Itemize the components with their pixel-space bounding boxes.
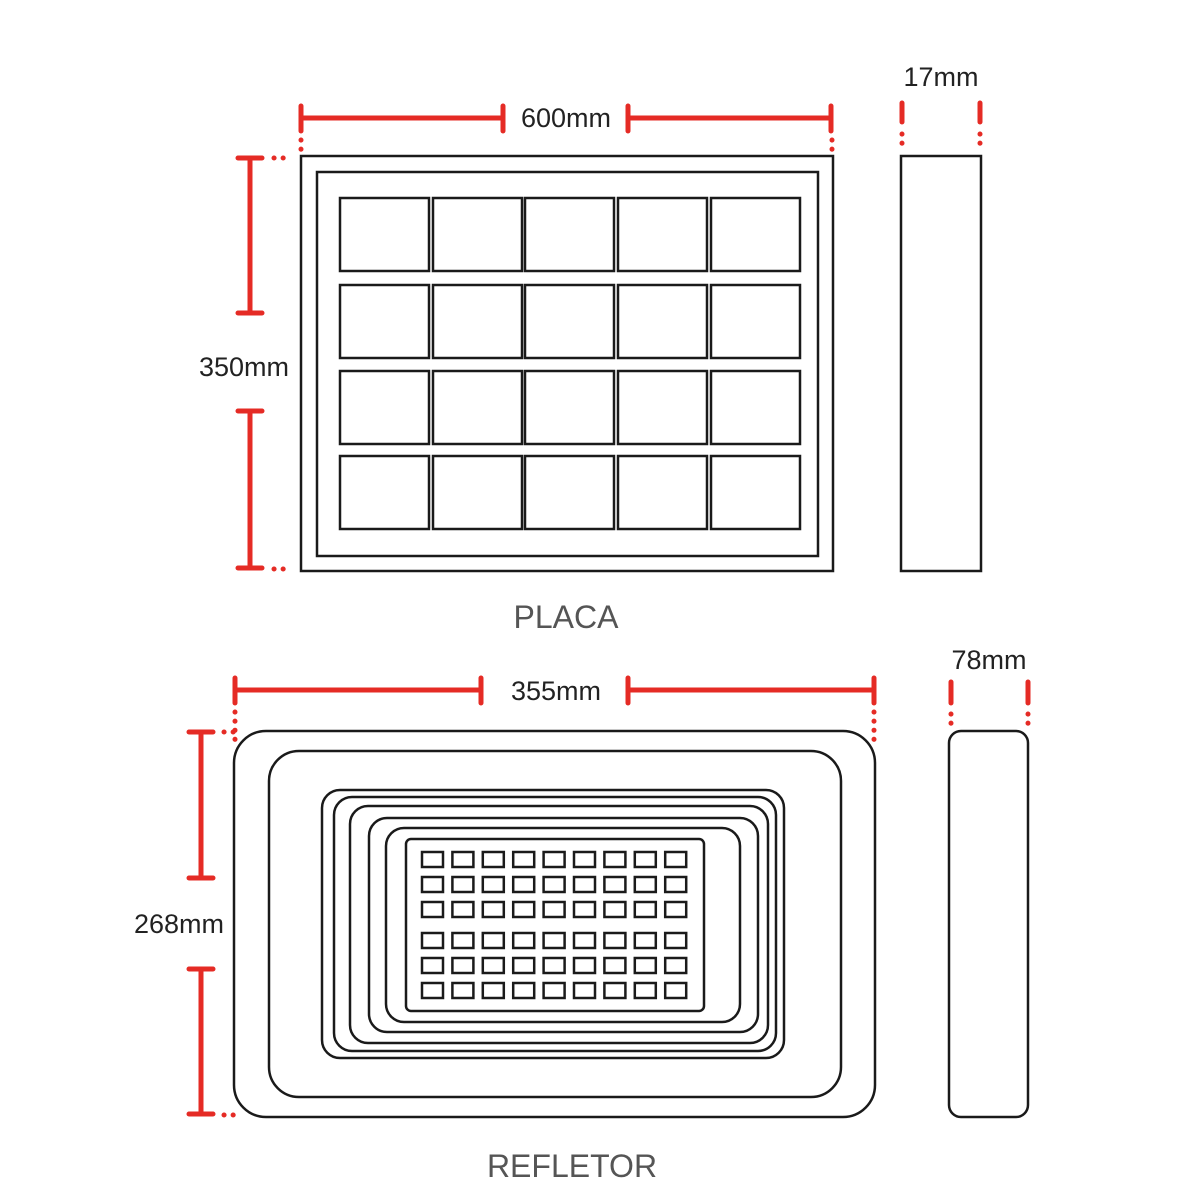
led-cell xyxy=(603,981,627,1000)
led-cell xyxy=(511,900,536,919)
led-cell xyxy=(603,875,627,894)
refletor-front-view xyxy=(232,729,877,1119)
led-cell xyxy=(481,850,506,869)
led-cell xyxy=(663,900,688,919)
led-cell xyxy=(572,900,597,919)
refletor-height-dimension: 268mm xyxy=(134,729,245,1118)
placa-height-dimension: 350mm xyxy=(199,155,295,572)
led-cell xyxy=(420,850,445,869)
placa-front-view xyxy=(299,154,835,573)
led-cell xyxy=(603,900,627,919)
led-cell xyxy=(572,981,597,1000)
placa-cell xyxy=(616,369,709,446)
placa-cell xyxy=(523,369,616,446)
placa-cell xyxy=(523,196,616,273)
led-cell xyxy=(572,875,597,894)
led-cell xyxy=(451,850,475,869)
refletor-led-grid xyxy=(420,850,688,1000)
refletor-depth-dimension: 78mm xyxy=(948,645,1031,731)
led-cell xyxy=(451,981,475,1000)
led-cell xyxy=(420,956,445,975)
led-cell xyxy=(603,850,627,869)
led-cell xyxy=(542,900,566,919)
led-cell xyxy=(542,931,566,950)
placa-cell xyxy=(709,283,802,360)
placa-cell xyxy=(431,196,524,273)
placa-cell xyxy=(338,196,431,273)
led-cell xyxy=(511,850,536,869)
led-cell xyxy=(572,956,597,975)
placa-cell xyxy=(431,369,524,446)
led-cell xyxy=(663,981,688,1000)
placa-cell xyxy=(338,283,431,360)
refletor-depth-label: 78mm xyxy=(951,645,1026,675)
led-cell xyxy=(603,956,627,975)
placa-cell xyxy=(616,454,709,531)
led-cell xyxy=(451,956,475,975)
placa-width-dimension: 600mm xyxy=(298,103,835,158)
refletor-width-label: 355mm xyxy=(511,676,601,706)
led-cell xyxy=(633,875,658,894)
placa-cell xyxy=(709,454,802,531)
refletor-width-dimension: 355mm xyxy=(232,675,877,748)
placa-side-view xyxy=(899,154,983,573)
placa-cell xyxy=(338,369,431,446)
led-cell xyxy=(481,875,506,894)
placa-cell xyxy=(616,283,709,360)
led-cell xyxy=(481,900,506,919)
led-cell xyxy=(572,931,597,950)
led-cell xyxy=(633,981,658,1000)
refletor-caption: REFLETOR xyxy=(487,1148,657,1184)
placa-cell xyxy=(523,454,616,531)
led-cell xyxy=(633,850,658,869)
placa-cell-grid xyxy=(338,196,802,531)
placa-cell xyxy=(431,283,524,360)
placa-cell xyxy=(523,283,616,360)
placa-cell xyxy=(709,369,802,446)
led-cell xyxy=(542,850,566,869)
refletor-side-view xyxy=(947,729,1030,1119)
led-cell xyxy=(542,981,566,1000)
placa-width-label: 600mm xyxy=(521,103,611,133)
led-cell xyxy=(603,931,627,950)
led-cell xyxy=(572,850,597,869)
led-cell xyxy=(663,956,688,975)
led-cell xyxy=(420,931,445,950)
led-cell xyxy=(542,956,566,975)
led-cell xyxy=(511,981,536,1000)
led-cell xyxy=(420,981,445,1000)
placa-caption: PLACA xyxy=(514,599,620,635)
led-cell xyxy=(420,875,445,894)
led-cell xyxy=(663,931,688,950)
led-cell xyxy=(481,931,506,950)
placa-cell xyxy=(431,454,524,531)
led-cell xyxy=(663,875,688,894)
led-cell xyxy=(633,956,658,975)
led-cell xyxy=(451,900,475,919)
led-cell xyxy=(511,956,536,975)
led-cell xyxy=(481,956,506,975)
led-cell xyxy=(633,931,658,950)
led-cell xyxy=(663,850,688,869)
placa-cell xyxy=(709,196,802,273)
placa-cell xyxy=(338,454,431,531)
placa-depth-label: 17mm xyxy=(903,62,978,92)
led-cell xyxy=(451,875,475,894)
led-cell xyxy=(542,875,566,894)
placa-height-label: 350mm xyxy=(199,352,289,382)
placa-cell xyxy=(616,196,709,273)
led-cell xyxy=(511,931,536,950)
led-cell xyxy=(511,875,536,894)
led-cell xyxy=(451,931,475,950)
led-cell xyxy=(633,900,658,919)
led-cell xyxy=(481,981,506,1000)
led-cell xyxy=(420,900,445,919)
placa-depth-dimension: 17mm xyxy=(899,62,983,155)
refletor-height-label: 268mm xyxy=(134,909,224,939)
